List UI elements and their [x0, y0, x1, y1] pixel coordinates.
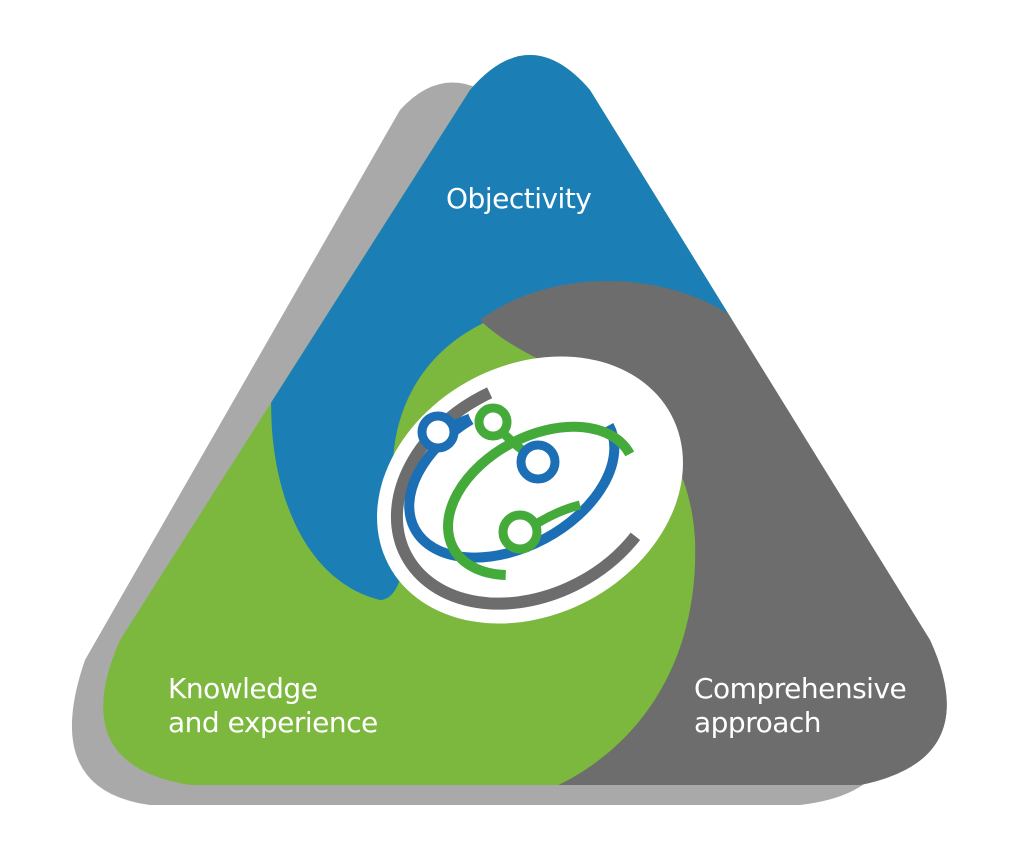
- label-comprehensive: Comprehensive approach: [694, 672, 907, 740]
- label-comprehensive-line1: Comprehensive: [694, 672, 907, 705]
- node-icon: [498, 510, 542, 554]
- segment-comprehensive: [480, 281, 947, 785]
- node-icon: [417, 411, 459, 453]
- label-objectivity: Objectivity: [446, 182, 592, 215]
- label-knowledge-line1: Knowledge: [168, 672, 318, 705]
- label-knowledge-line2: and experience: [168, 706, 378, 739]
- node-icon: [516, 440, 560, 484]
- logo-nodes: [417, 403, 582, 554]
- node-icon: [474, 403, 512, 441]
- label-comprehensive-line2: approach: [694, 706, 822, 739]
- label-knowledge: Knowledge and experience: [168, 672, 378, 740]
